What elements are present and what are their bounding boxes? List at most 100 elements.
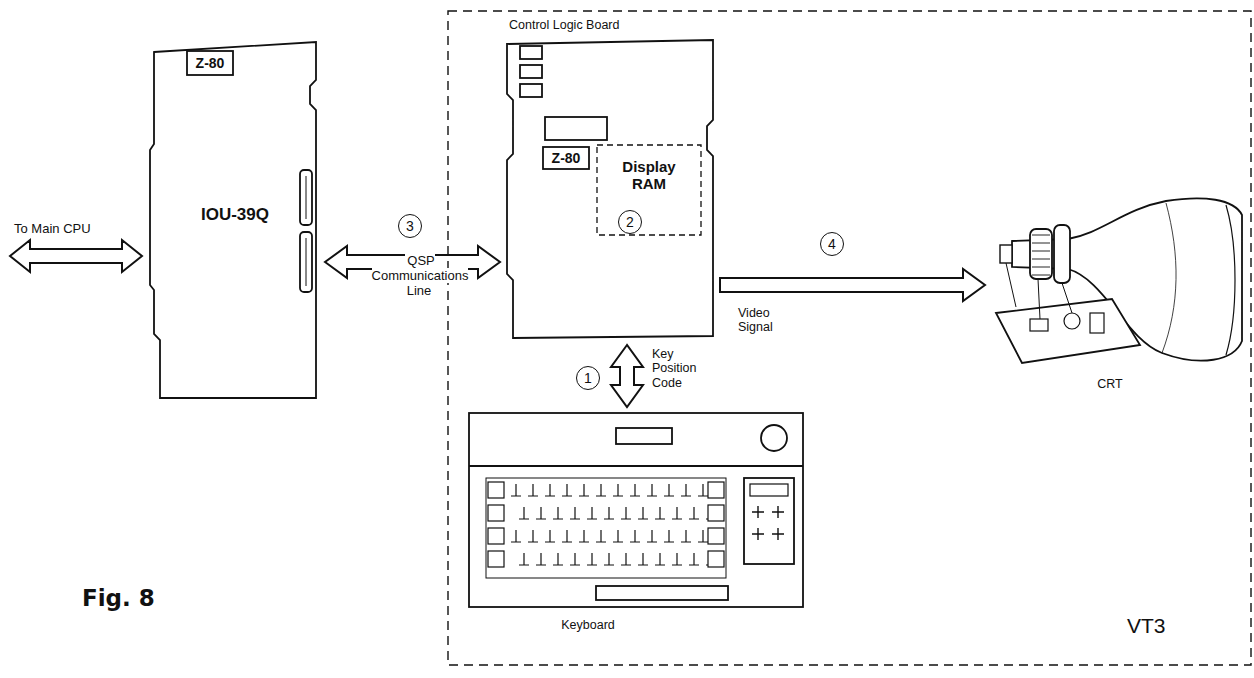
keyboard-outline <box>468 412 804 644</box>
key-mark <box>604 507 614 519</box>
modifier-key <box>708 482 724 498</box>
text-label: Fig. 8 <box>82 585 155 611</box>
crt-outline <box>990 195 1248 400</box>
key-mark <box>630 530 640 542</box>
region-outline <box>448 11 1251 665</box>
chip-outline <box>543 147 589 169</box>
keypad-mark <box>772 506 784 518</box>
key-mark <box>545 530 555 542</box>
node-text: CRT <box>1070 377 1150 391</box>
key-mark <box>545 484 555 496</box>
ic-chip <box>545 117 607 140</box>
display-window <box>616 428 672 444</box>
chip-box: Z-80 <box>186 50 234 76</box>
key-mark <box>630 484 640 496</box>
key-mark <box>664 484 674 496</box>
keyboard-case <box>469 413 803 607</box>
block-arrow <box>611 345 643 407</box>
keypad-key <box>750 484 788 496</box>
board-outline <box>507 40 713 338</box>
key-mark <box>647 484 657 496</box>
circuit-board <box>996 299 1140 363</box>
key-mark <box>681 530 691 542</box>
key-mark <box>681 484 691 496</box>
component <box>1064 313 1080 329</box>
callout-number: 4 <box>820 232 844 256</box>
io-board: IOU-39Q Z-80 <box>150 40 320 400</box>
key-mark <box>689 553 699 565</box>
key-mark <box>579 484 589 496</box>
key-mark <box>579 530 589 542</box>
chip-box: Z-80 <box>542 146 590 170</box>
key-mark <box>553 507 563 519</box>
callout-number: 1 <box>576 366 600 390</box>
modifier-key <box>488 528 504 544</box>
key-mark <box>570 507 580 519</box>
node-text: Keyboard <box>528 618 648 632</box>
keyboard: Keyboard <box>468 412 804 644</box>
connector-detail <box>306 238 307 286</box>
node-text: Control Logic Board <box>509 18 729 32</box>
tube-base <box>1000 245 1012 263</box>
node-text: VT3 <box>1127 614 1237 638</box>
key-field <box>486 478 726 578</box>
modifier-key <box>708 528 724 544</box>
key-mark <box>621 507 631 519</box>
key-mark <box>604 553 614 565</box>
component <box>1030 319 1048 331</box>
key-mark <box>511 530 521 542</box>
key-mark <box>647 530 657 542</box>
edge-label: Video Signal <box>738 306 802 335</box>
callout-number: 3 <box>398 214 422 238</box>
key-mark <box>562 530 572 542</box>
coil-winding <box>1032 251 1050 252</box>
panel-line <box>469 465 803 467</box>
key-mark <box>689 507 699 519</box>
key-mark <box>621 553 631 565</box>
key-mark <box>638 553 648 565</box>
space-bar <box>596 586 728 600</box>
key-mark <box>587 553 597 565</box>
text-line: Display RAM <box>614 158 684 193</box>
label-patch: QSP Communications Line <box>372 253 469 298</box>
terminal-region: VT3 Control Logic BoardZ-80Display RAM Key… <box>447 10 1252 666</box>
coil-winding <box>1032 275 1050 276</box>
key-mark <box>672 507 682 519</box>
lead-wire <box>1006 263 1016 307</box>
coil-winding <box>1032 243 1050 244</box>
modifier-key <box>708 551 724 567</box>
knob <box>761 425 787 451</box>
node-text: IOU-39Q <box>150 205 320 225</box>
key-mark <box>672 553 682 565</box>
key-mark <box>553 553 563 565</box>
key-mark <box>519 507 529 519</box>
block-arrow <box>720 269 985 301</box>
modifier-key <box>488 482 504 498</box>
node-text: Display RAM <box>596 158 702 193</box>
node-text: Z-80 <box>196 55 225 71</box>
connector-detail <box>306 176 307 219</box>
callout-number: 2 <box>618 210 642 234</box>
modifier-key <box>488 551 504 567</box>
key-mark <box>528 530 538 542</box>
ic-chip <box>520 65 542 78</box>
key-mark <box>511 484 521 496</box>
ic-chip <box>520 46 542 59</box>
keypad-mark <box>752 528 764 540</box>
key-mark <box>596 484 606 496</box>
modifier-key <box>488 505 504 521</box>
keypad <box>744 478 794 564</box>
edge-label: Key Position Code <box>652 347 716 390</box>
main-cpu-arrow <box>10 240 142 272</box>
coil-winding <box>1032 259 1050 260</box>
key-mark <box>613 530 623 542</box>
key-mark <box>655 507 665 519</box>
coil-winding <box>1032 235 1050 236</box>
screen-face <box>1226 205 1235 355</box>
key-mark <box>536 507 546 519</box>
lead-wire <box>1062 283 1072 313</box>
coil-winding <box>1032 267 1050 268</box>
key-mark <box>562 484 572 496</box>
yoke-coil <box>1054 225 1070 283</box>
key-mark <box>528 484 538 496</box>
